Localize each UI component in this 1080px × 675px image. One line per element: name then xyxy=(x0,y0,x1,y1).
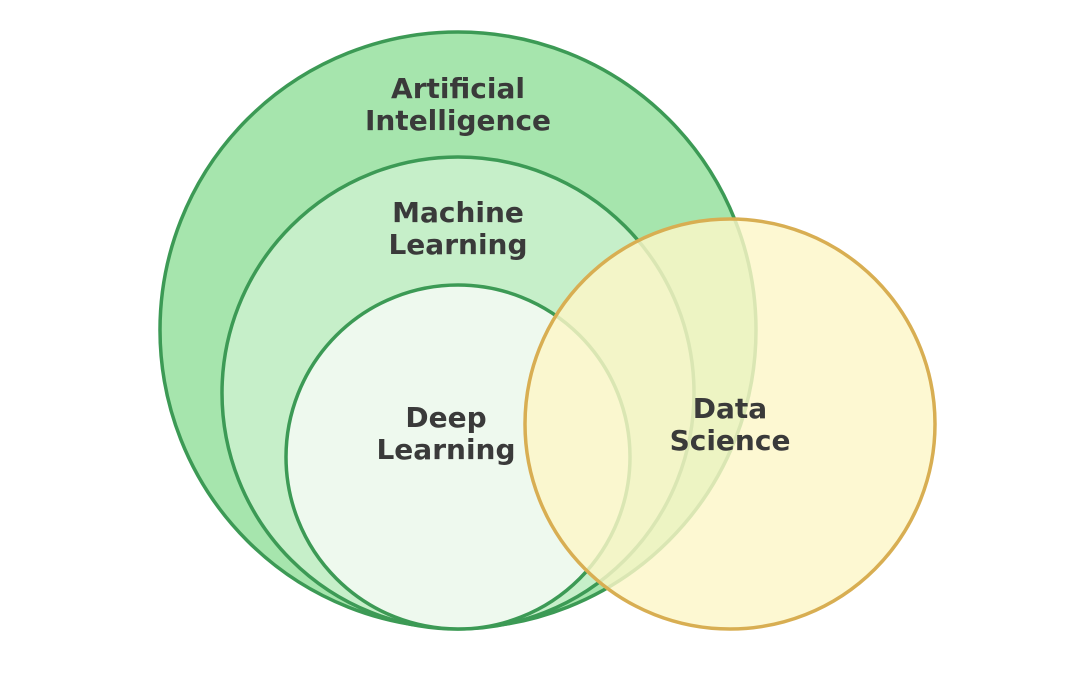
label-machine-learning-line1: Machine xyxy=(392,196,524,229)
label-deep-learning-line1: Deep xyxy=(405,401,486,434)
label-data-science-line1: Data xyxy=(693,392,767,425)
label-artificial-intelligence-line2: Intelligence xyxy=(365,104,551,137)
label-deep-learning-line2: Learning xyxy=(376,433,515,466)
label-data-science: Data Science xyxy=(670,392,791,457)
label-artificial-intelligence: Artificial Intelligence xyxy=(365,72,551,137)
label-machine-learning: Machine Learning xyxy=(388,196,527,261)
label-data-science-line2: Science xyxy=(670,424,791,457)
label-artificial-intelligence-line1: Artificial xyxy=(391,72,525,105)
label-deep-learning: Deep Learning xyxy=(376,401,515,466)
label-machine-learning-line2: Learning xyxy=(388,228,527,261)
circle-data-science xyxy=(523,217,937,631)
